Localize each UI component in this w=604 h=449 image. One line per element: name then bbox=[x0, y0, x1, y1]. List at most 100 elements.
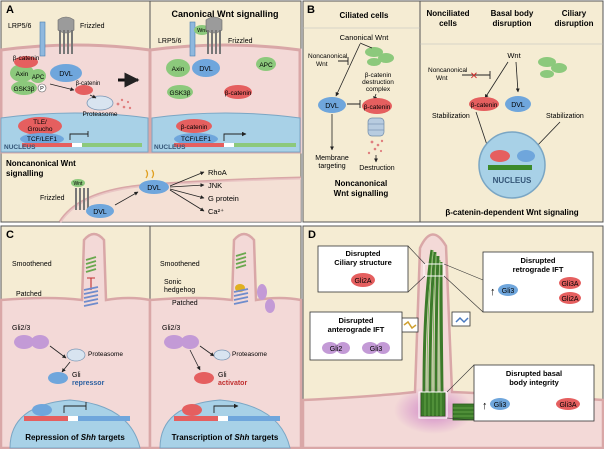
phospho-p bbox=[37, 83, 47, 93]
svg-text:Noncanonical: Noncanonical bbox=[428, 67, 468, 74]
svg-text:complex: complex bbox=[366, 86, 391, 93]
svg-text:cells: cells bbox=[439, 19, 457, 28]
svg-text:Gli2/3: Gli2/3 bbox=[162, 325, 180, 332]
destruction-label: Destruction bbox=[359, 165, 395, 172]
tle-groucho bbox=[18, 117, 62, 135]
svg-text:Gli3A: Gli3A bbox=[559, 402, 576, 409]
svg-text:Disrupted: Disrupted bbox=[345, 249, 380, 258]
gli2a-ciliary bbox=[351, 273, 375, 287]
svg-text:DVL: DVL bbox=[325, 103, 339, 110]
svg-text:Membrane: Membrane bbox=[315, 155, 349, 162]
repression-caption: Repression of Shh targets bbox=[25, 433, 125, 442]
x-mark: ✕ bbox=[470, 71, 478, 82]
svg-text:repressor: repressor bbox=[72, 380, 105, 387]
proteasome-c-right bbox=[213, 349, 231, 361]
gli23-right bbox=[164, 335, 184, 349]
svg-text:Noncanonical: Noncanonical bbox=[308, 53, 348, 60]
svg-text:Smoothened: Smoothened bbox=[12, 261, 52, 268]
panel-a-letter: A bbox=[6, 4, 14, 16]
box-retrograde-ift: Disrupted retrograde IFT ↑ Gli3 Gli3A Gl… bbox=[482, 251, 594, 313]
svg-text:Patched: Patched bbox=[16, 291, 42, 298]
patched-right bbox=[233, 288, 249, 305]
svg-text:Gli3: Gli3 bbox=[370, 346, 383, 353]
svg-text:Stabilization: Stabilization bbox=[432, 113, 470, 120]
svg-text:Smoothened: Smoothened bbox=[160, 261, 200, 268]
dvl-left-label: DVL bbox=[59, 71, 73, 78]
axin-left-label: Axin bbox=[16, 71, 29, 78]
tcf-left bbox=[20, 133, 64, 145]
transcription-caption: Transcription of Shh targets bbox=[172, 433, 279, 442]
svg-text:targeting: targeting bbox=[318, 163, 345, 170]
dvl-left bbox=[50, 64, 82, 82]
nucleus-right-label: NUCLEUS bbox=[154, 144, 186, 151]
svg-text:Disrupted basal: Disrupted basal bbox=[506, 369, 562, 378]
dna-left bbox=[22, 143, 142, 147]
tle-label-2: Groucho bbox=[28, 126, 53, 133]
rhoa-label: RhoA bbox=[208, 168, 227, 177]
axin-right bbox=[166, 59, 190, 77]
panel-d: D bbox=[301, 225, 604, 449]
frizzled-label: Frizzled bbox=[80, 23, 105, 30]
lrp-label-right: LRP5/6 bbox=[158, 38, 181, 45]
svg-text:Proteasome: Proteasome bbox=[88, 351, 123, 358]
svg-text:β-catenin: β-catenin bbox=[181, 124, 208, 131]
svg-text:APC: APC bbox=[259, 62, 273, 69]
proteasome-c-left bbox=[66, 348, 86, 362]
svg-text:Basal body: Basal body bbox=[491, 9, 534, 18]
smoothened-right bbox=[235, 252, 247, 269]
svg-text:Disrupted: Disrupted bbox=[338, 316, 373, 325]
jnk-label: JNK bbox=[208, 181, 222, 190]
svg-text:disruption: disruption bbox=[492, 19, 531, 28]
activation-arrow-right bbox=[223, 131, 247, 141]
nucleus-b-label: NUCLEUS bbox=[493, 176, 532, 185]
svg-text:activator: activator bbox=[218, 380, 247, 387]
svg-text:Gli2/3: Gli2/3 bbox=[12, 325, 30, 332]
cell-c-left bbox=[0, 232, 152, 449]
panel-c-letter: C bbox=[6, 229, 14, 241]
panel-c: C Smoothened Patched Gli2/3 Proteasome G… bbox=[0, 225, 303, 449]
smoothened-left bbox=[85, 256, 97, 273]
svg-text:anterograde IFT: anterograde IFT bbox=[328, 325, 385, 334]
svg-text:Patched: Patched bbox=[172, 300, 198, 307]
svg-text:body integrity: body integrity bbox=[509, 378, 559, 387]
wnt-b-right: Wnt bbox=[507, 51, 521, 60]
bcat-right-1 bbox=[224, 85, 252, 99]
ncw-label-1: Noncanonical bbox=[335, 179, 387, 188]
svg-text:P: P bbox=[40, 86, 44, 92]
apc-left bbox=[30, 69, 46, 83]
svg-text:DVL: DVL bbox=[511, 102, 525, 109]
panel-a: A Canonical Wnt signalling LRP5/6 Frizzl… bbox=[0, 0, 302, 223]
svg-text:β-catenin: β-catenin bbox=[364, 104, 391, 111]
wnt-ligand-nc bbox=[71, 179, 85, 187]
gsk-left bbox=[11, 81, 37, 95]
dna-c-left bbox=[24, 416, 130, 421]
ca-label: Ca²⁺ bbox=[208, 207, 224, 216]
canonical-wnt-label: Canonical Wnt bbox=[340, 33, 390, 42]
frizzled-nc-label: Frizzled bbox=[40, 195, 65, 202]
svg-text:Wnt: Wnt bbox=[316, 61, 328, 68]
degradation-fragments-left bbox=[116, 98, 132, 110]
svg-text:↑: ↑ bbox=[490, 286, 496, 298]
ciliated-title: Ciliated cells bbox=[340, 11, 389, 20]
cell-c-right bbox=[148, 232, 303, 449]
svg-text:Proteasome: Proteasome bbox=[232, 351, 267, 358]
bcat-b-left bbox=[362, 98, 392, 114]
dvl-right bbox=[192, 59, 220, 77]
dvl-b-left bbox=[318, 97, 346, 113]
gprot-label: G protein bbox=[208, 194, 239, 203]
bcat-left-1-label: β-catenin bbox=[13, 55, 40, 62]
svg-text:GSK3β: GSK3β bbox=[169, 90, 190, 97]
dvl-nc-2 bbox=[139, 180, 169, 194]
tcf-right bbox=[174, 133, 218, 145]
dvl-b-right bbox=[505, 96, 531, 112]
tcf-left-label: TCF/LEF1 bbox=[27, 136, 57, 143]
nucleus-left-label: NUCLEUS bbox=[4, 144, 36, 151]
dvl-nc-1 bbox=[86, 204, 114, 218]
axin-left bbox=[10, 64, 34, 82]
svg-text:Nonciliated: Nonciliated bbox=[426, 9, 469, 18]
noncanonical-title-1: Noncanonical Wnt bbox=[6, 159, 76, 168]
box-anterograde-ift: Disrupted anterograde IFT Gli2 Gli3 bbox=[309, 311, 403, 361]
svg-text:Gli: Gli bbox=[218, 372, 227, 379]
svg-text:Sonic: Sonic bbox=[164, 279, 182, 286]
